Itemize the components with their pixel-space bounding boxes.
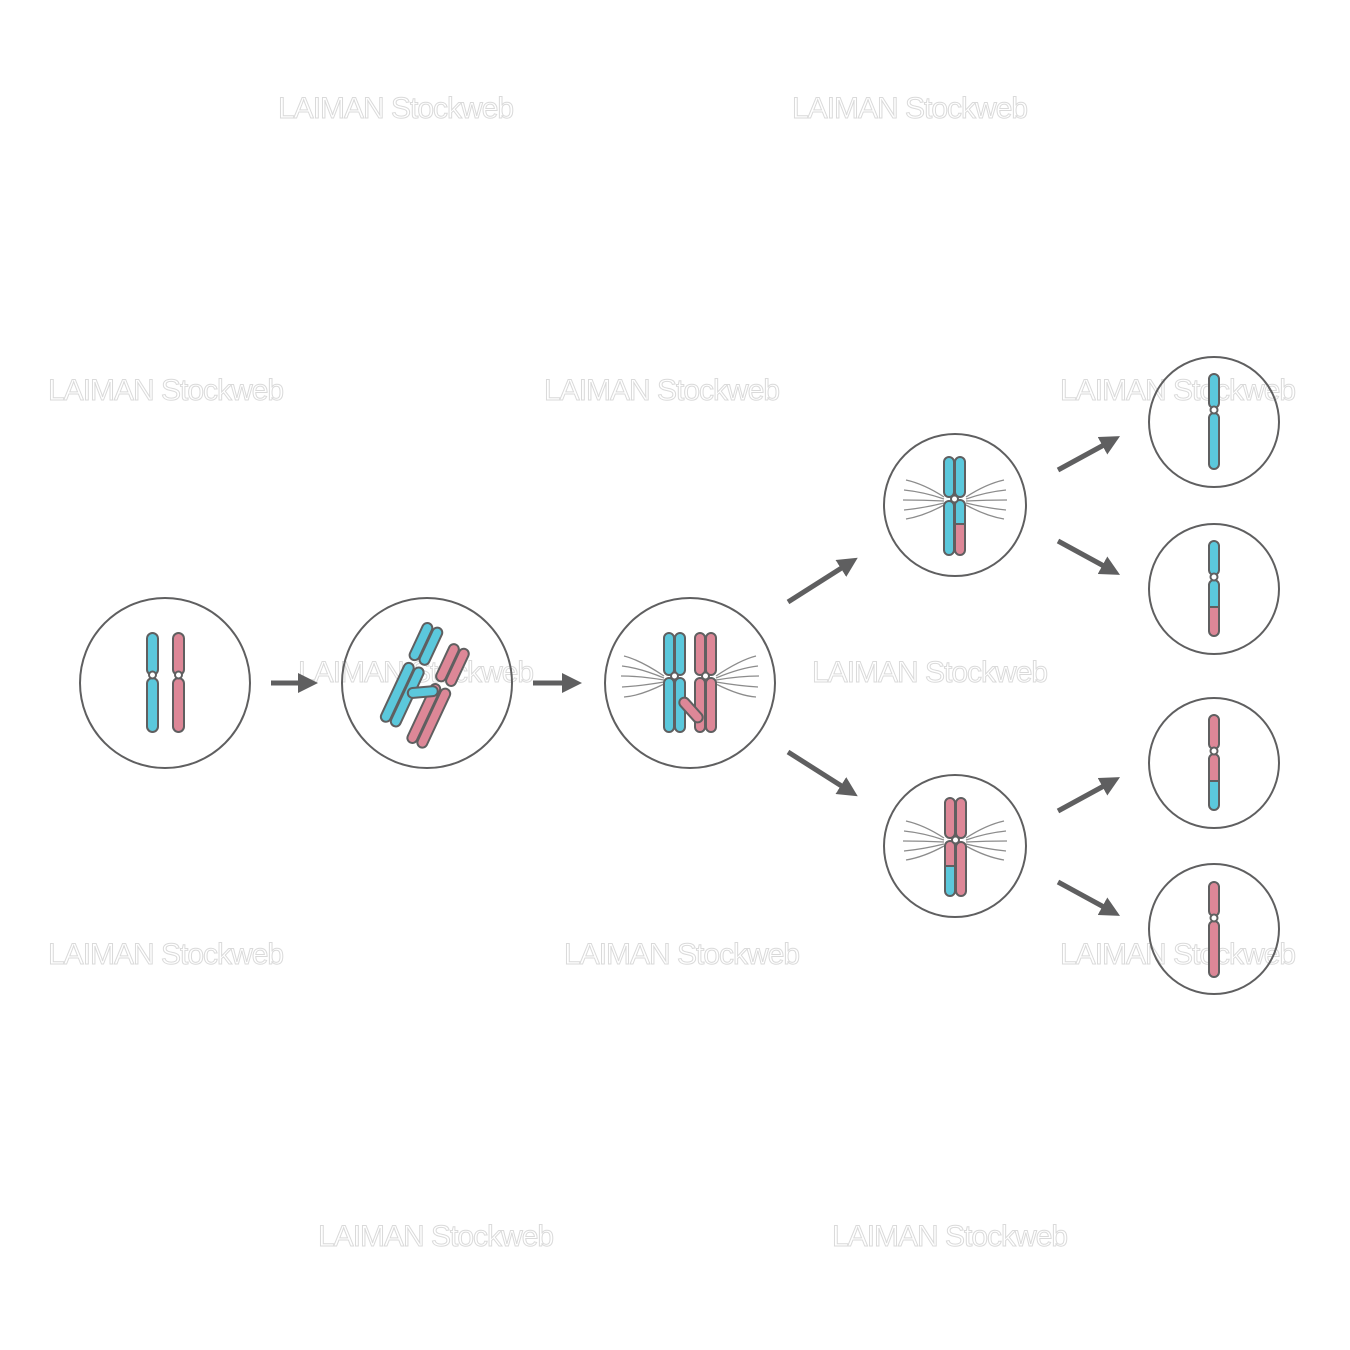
cell — [883, 774, 1027, 918]
arrow-icon — [786, 557, 858, 605]
gamete-1 — [1148, 356, 1280, 488]
arrow-icon — [1056, 879, 1121, 916]
cell — [1148, 697, 1280, 829]
chiasma — [406, 685, 439, 699]
chromosome-pink — [172, 632, 185, 733]
chromatid-pink — [1208, 881, 1220, 978]
chromosome-pink — [406, 643, 470, 749]
arrow-icon — [1056, 538, 1121, 575]
chromosome-cyan — [663, 632, 686, 733]
arrow-icon — [786, 749, 858, 797]
cell — [1148, 863, 1280, 995]
spindle-fibers — [902, 820, 1008, 861]
stage-homologous-chromosomes — [79, 597, 251, 769]
crossover-segments — [678, 696, 704, 724]
chromosome-recombinant — [944, 797, 967, 897]
cell — [79, 597, 251, 769]
spindle-fibers — [902, 479, 1008, 520]
chromatid-cyan — [1208, 373, 1220, 470]
chromatid-cyan-pink — [1208, 540, 1220, 637]
gamete-4 — [1148, 863, 1280, 995]
spindle-fibers — [620, 655, 760, 698]
arrow-icon — [1056, 777, 1121, 814]
arrow-icon — [1056, 436, 1121, 473]
chromosome-cyan — [146, 632, 159, 733]
cell — [604, 597, 776, 769]
cell — [1148, 356, 1280, 488]
cell — [341, 597, 513, 769]
chromosome-cyan — [379, 621, 444, 728]
cell — [1148, 523, 1280, 655]
gamete-2 — [1148, 523, 1280, 655]
gamete-3 — [1148, 697, 1280, 829]
arrows — [271, 436, 1121, 916]
cell — [883, 433, 1027, 577]
stage-synapsis-crossing-over — [341, 597, 513, 769]
stage-metaphase-ii-upper — [883, 433, 1027, 577]
chromosome-recombinant — [943, 456, 966, 556]
stage-metaphase-i — [604, 597, 776, 769]
stage-metaphase-ii-lower — [883, 774, 1027, 918]
chromatid-pink-cyan — [1208, 714, 1220, 811]
